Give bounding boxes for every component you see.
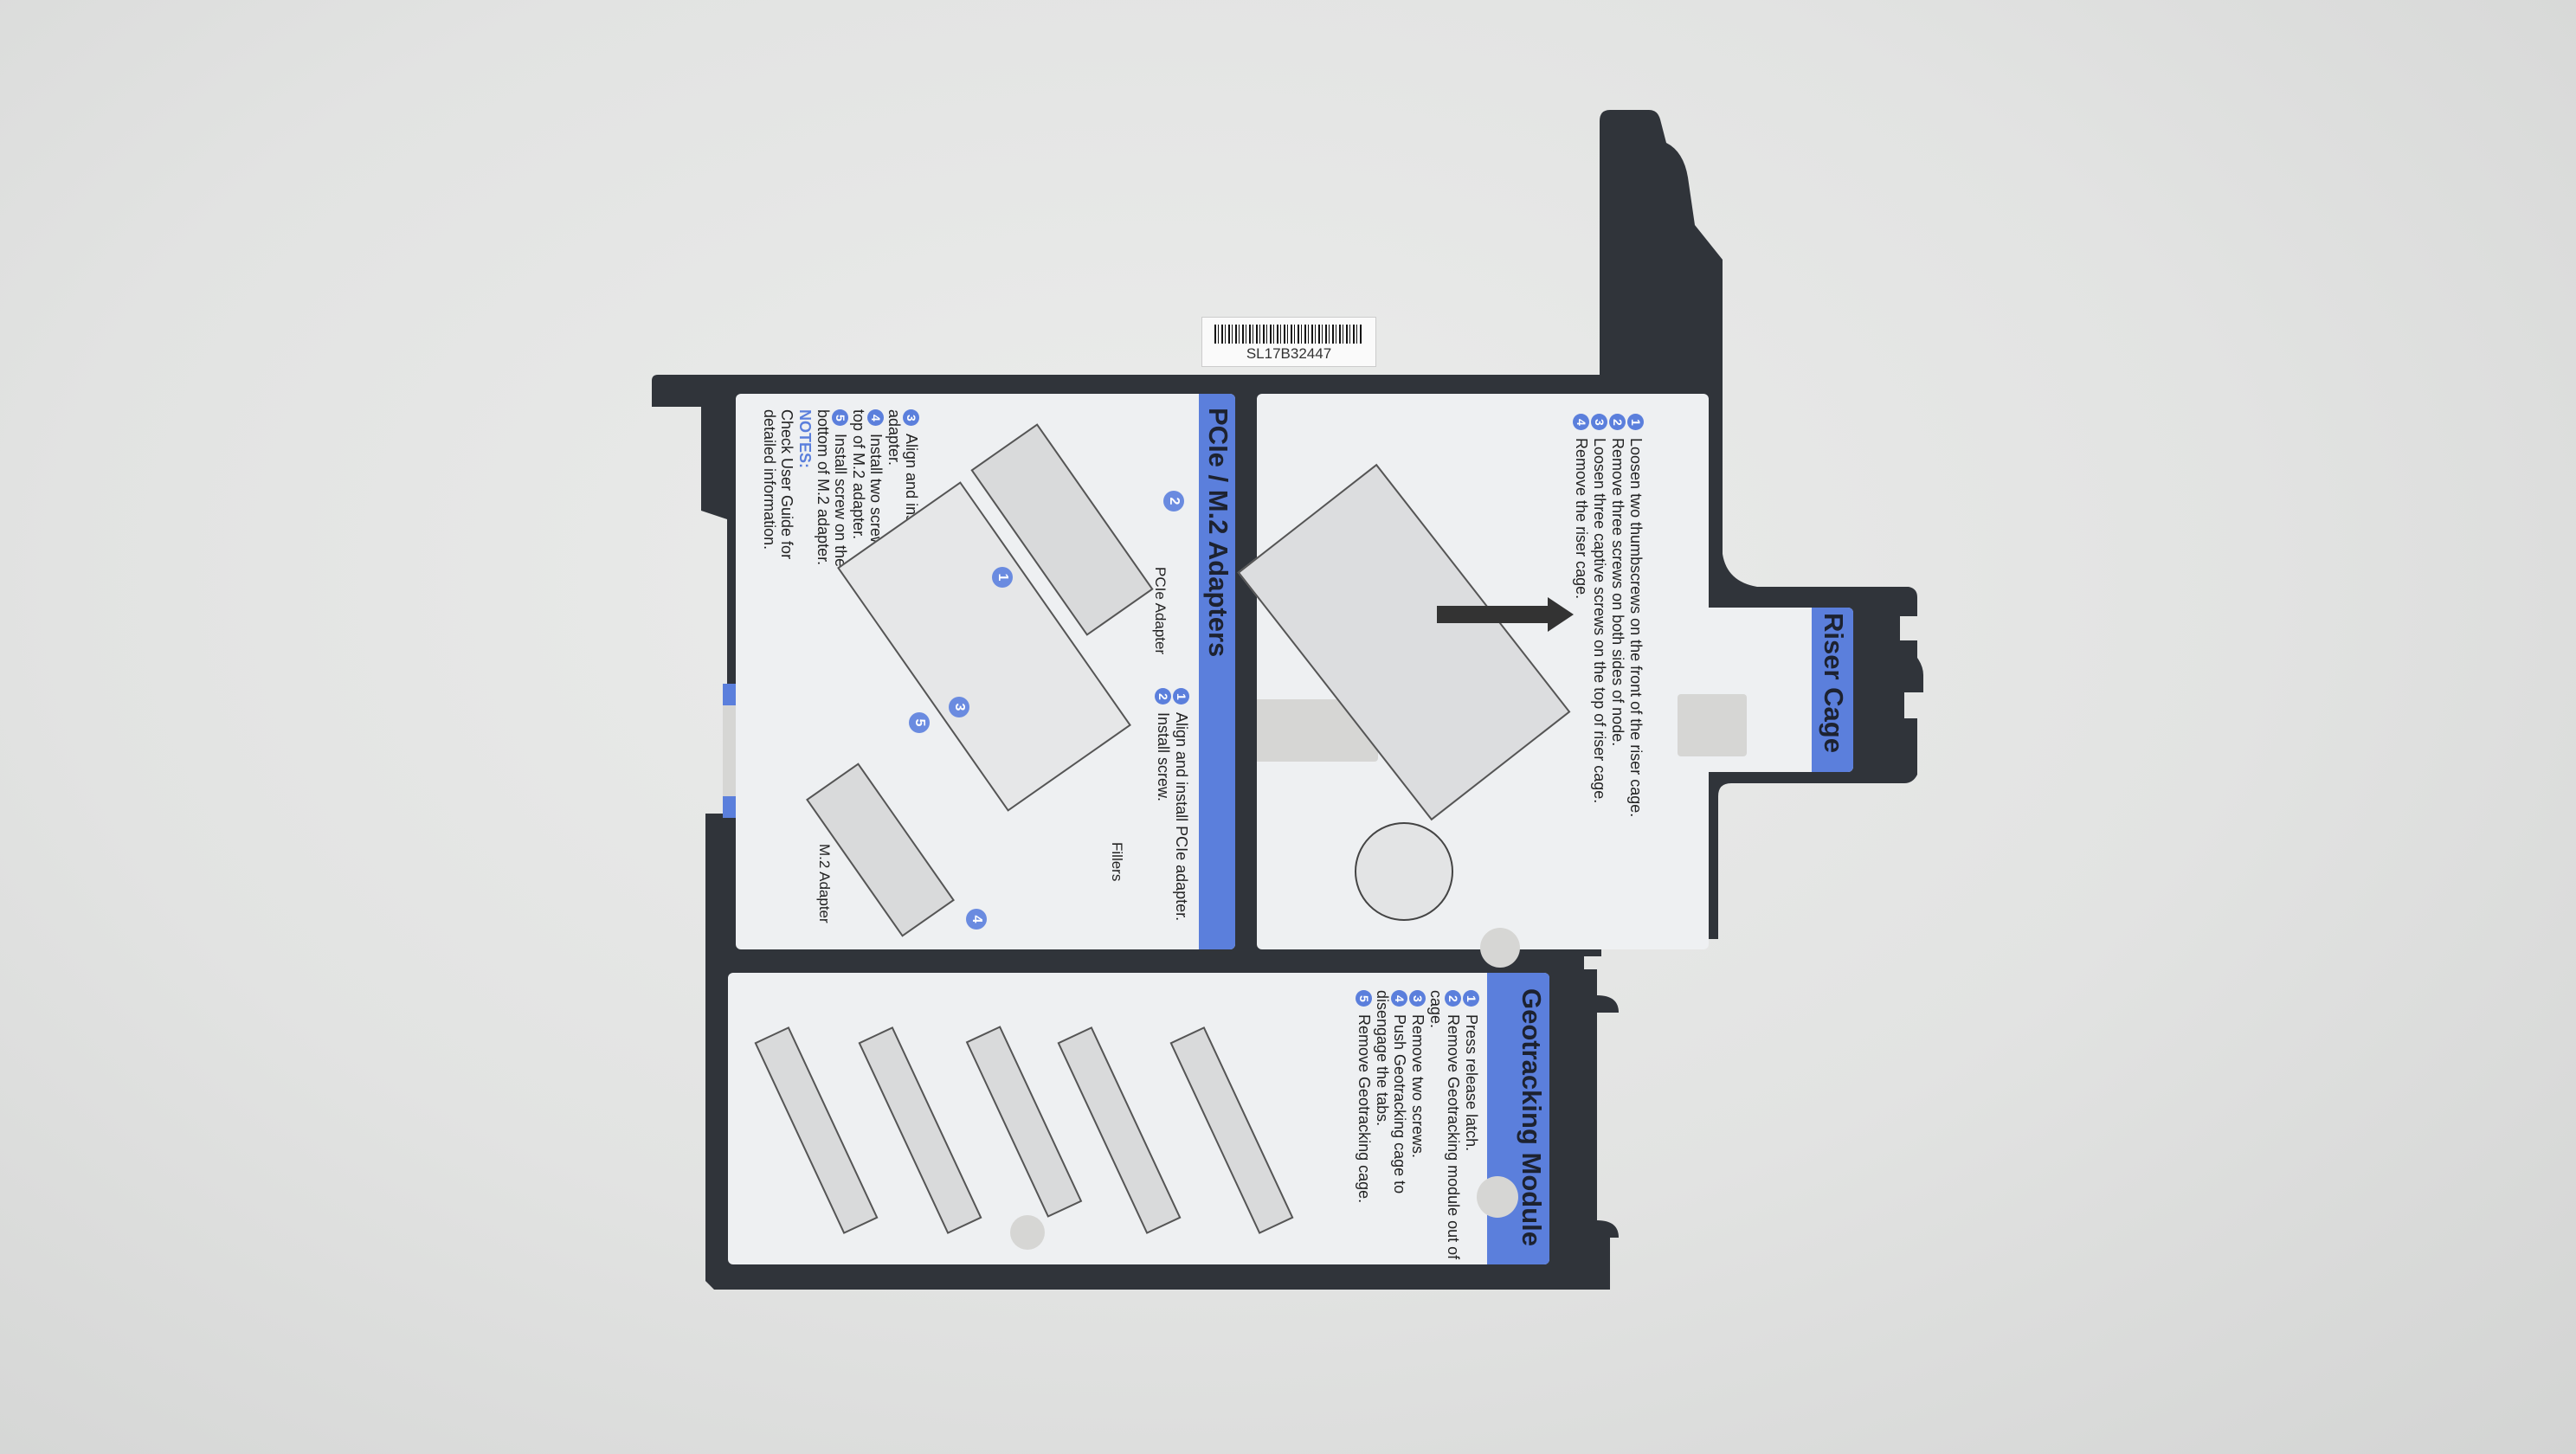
barcode-text: SL17B32447 (1246, 345, 1332, 362)
riser-step-1: 1 Loosen two thumbscrews on the front of… (1627, 414, 1645, 817)
geo-title: Geotracking Module (1517, 988, 1547, 1246)
geo-illustration-4 (858, 1026, 982, 1234)
pcie-steps-top: 1 Align and install PCIe adapter. 2 Inst… (1154, 688, 1190, 921)
arrow-head-icon (1548, 597, 1574, 632)
geo-illustration-1 (1169, 1026, 1294, 1234)
pcie-step-2: 2 Install screw. (1155, 688, 1172, 921)
geo-step-3: 3 Remove two screws. (1409, 990, 1426, 1264)
label-fillers: Fillers (1109, 842, 1125, 882)
pcie-header (1199, 394, 1235, 949)
pcie-notes-text: Check User Guide for detailed informatio… (761, 409, 795, 560)
step-bubble-4: 4 (966, 909, 987, 930)
pcie-step-5: 5 Install screw on the bottom of M.2 ada… (815, 409, 849, 568)
geo-illustration-5 (754, 1026, 879, 1234)
geo-steps: 1 Press release latch. 2 Remove Geotrack… (1355, 990, 1480, 1264)
detail-circle (1355, 822, 1453, 921)
step-bubble-3: 3 (949, 697, 969, 717)
step-bubble-5: 5 (909, 712, 930, 733)
label-m2-adapter: M.2 Adapter (816, 844, 833, 923)
riser-round-hole (1480, 928, 1520, 968)
riser-step-4: 4 Remove the riser cage. (1573, 414, 1590, 817)
riser-title: Riser Cage (1819, 613, 1849, 753)
geo-step-1: 1 Press release latch. (1463, 990, 1480, 1264)
cutout-right (1678, 694, 1747, 756)
barcode-sticker: SL17B32447 (1201, 317, 1376, 367)
riser-steps: 1 Loosen two thumbscrews on the front of… (1572, 414, 1645, 817)
pcie-notes-label: NOTES: (796, 409, 814, 469)
riser-header (1812, 608, 1853, 772)
riser-panel-extension: Riser Cage (1671, 608, 1853, 772)
geo-step-5: 5 Remove Geotracking cage. (1356, 990, 1373, 1264)
arrow-icon (1437, 606, 1549, 623)
riser-step-2: 2 Remove three screws on both sides of n… (1609, 414, 1626, 817)
pcie-step-1: 1 Align and install PCIe adapter. (1173, 688, 1190, 921)
step-bubble-2: 2 (1163, 491, 1184, 511)
label-pcie-adapter: PCIe Adapter (1152, 567, 1169, 655)
geo-round-hole (1477, 1176, 1518, 1218)
pcie-panel: PCIe / M.2 Adapters 1 Align and install … (736, 394, 1235, 949)
pcie-title: PCIe / M.2 Adapters (1203, 408, 1233, 658)
step-bubble-1: 1 (992, 567, 1013, 588)
barcode-bars (1214, 325, 1362, 344)
geo-step-2: 2 Remove Geotracking module out of cage. (1427, 990, 1462, 1260)
riser-step-3: 3 Loosen three captive screws on the top… (1591, 414, 1608, 817)
geo-small-hole (1010, 1215, 1045, 1250)
geo-panel: Geotracking Module 1 Press release latch… (728, 973, 1549, 1264)
geo-step-4: 4 Push Geotracking cage to disengage the… (1374, 990, 1408, 1194)
